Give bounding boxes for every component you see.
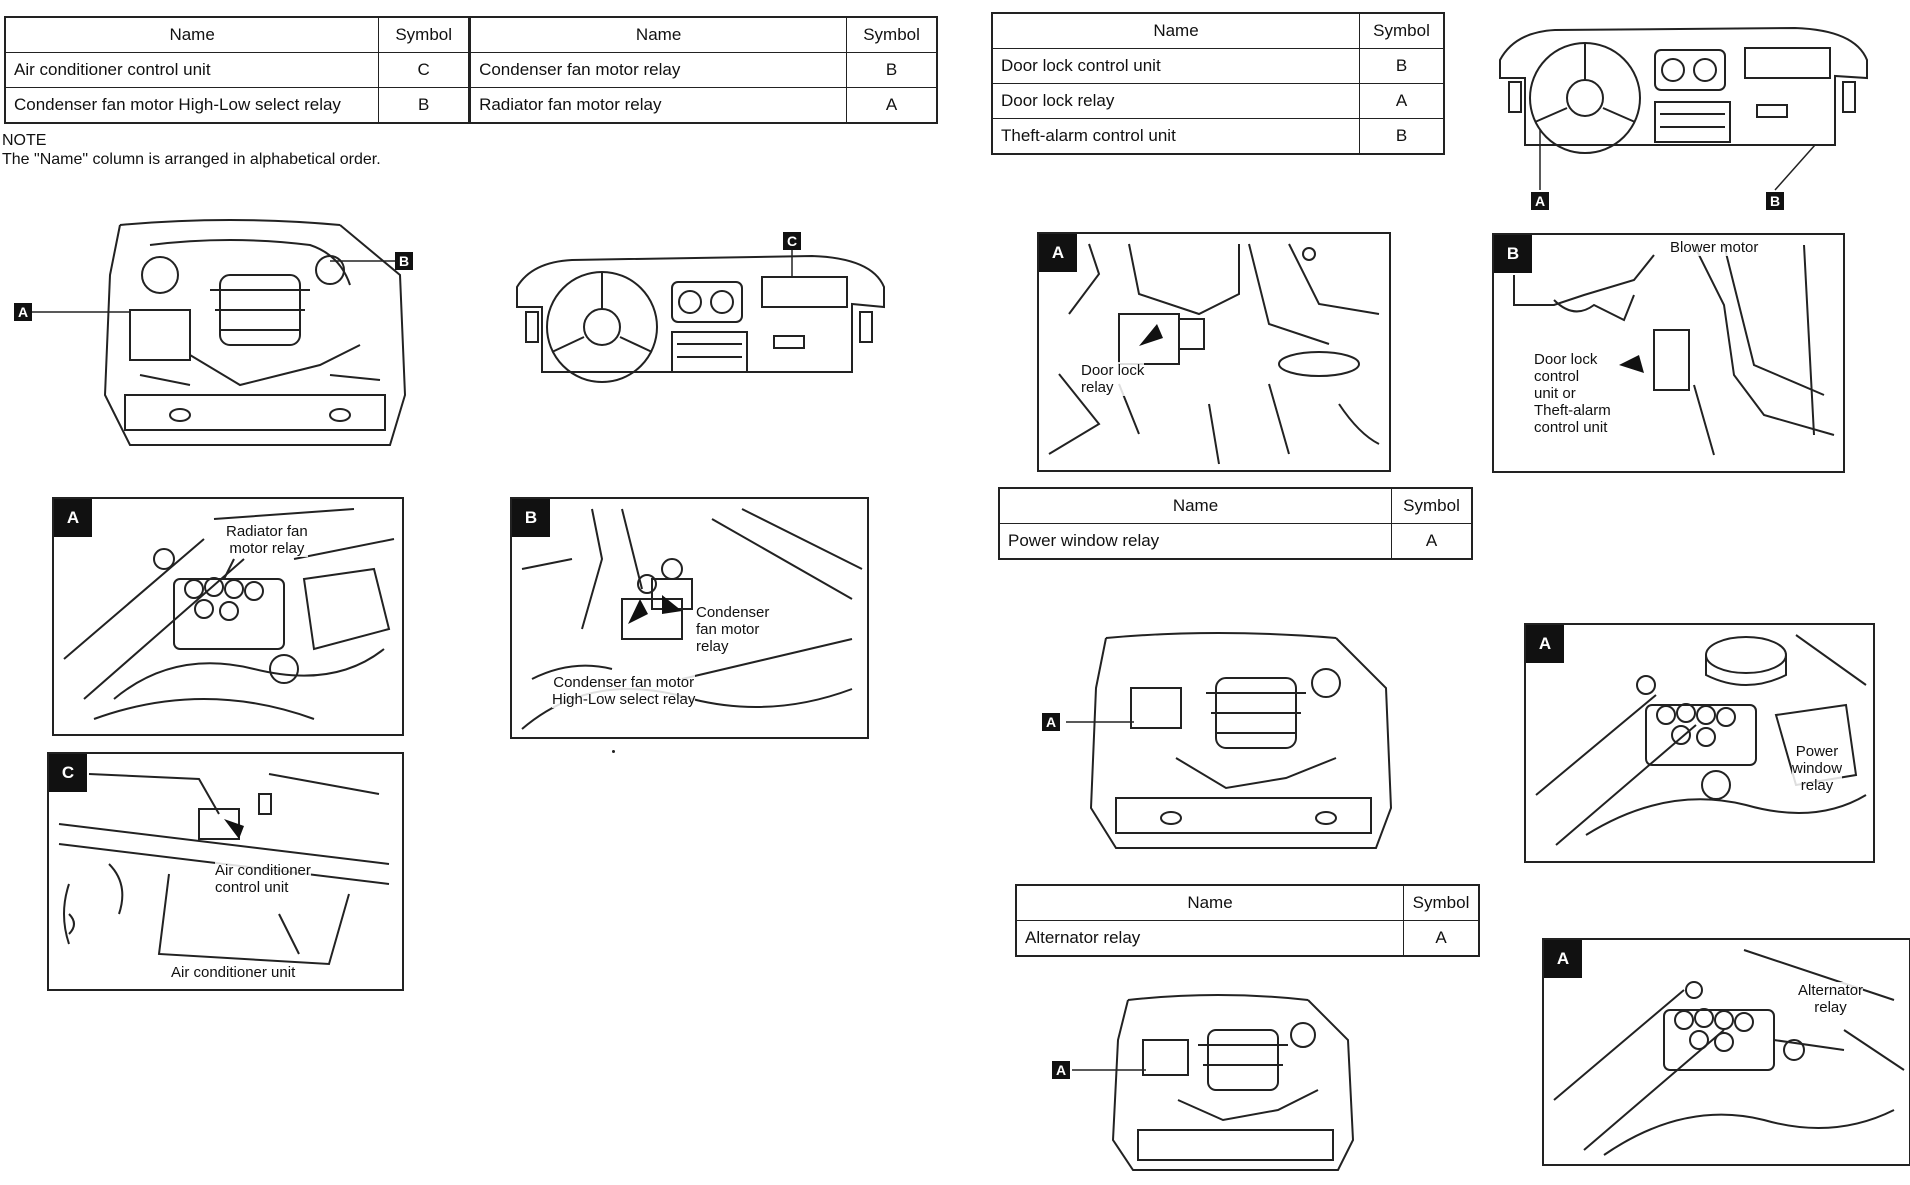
table-cell: C [378, 52, 471, 88]
detail-panel-aircon-unit: C Air conditioner control unit Air condi… [47, 752, 404, 991]
table-cell: B [378, 87, 471, 124]
callout-label: Door lock control unit or Theft-alarm co… [1534, 351, 1611, 436]
detail-panel-power-window-relay: A Power window relay [1524, 623, 1875, 863]
note-text: The "Name" column is arranged in alphabe… [2, 151, 381, 168]
table-header-symbol: Symbol [1359, 12, 1445, 49]
panel-tag-b: B [1494, 235, 1532, 273]
panel-tag-a: A [1526, 625, 1564, 663]
callout-marker-a: A [14, 303, 32, 321]
table-header-symbol: Symbol [1403, 884, 1480, 921]
table-cell: A [1403, 920, 1480, 957]
dashboard-illustration: C [512, 232, 892, 402]
table-cell: A [846, 87, 938, 124]
table-cell: Alternator relay [1015, 920, 1404, 957]
table-row: Door lock control unit B [991, 48, 1445, 84]
table-header-symbol: Symbol [1391, 487, 1473, 524]
callout-label: Alternator relay [1798, 982, 1864, 1016]
panel-tag-b: B [512, 499, 550, 537]
callout-marker-b: B [1766, 192, 1784, 210]
engine-bay-illustration: A B [10, 215, 430, 455]
relay-location-table-4: Name Symbol Alternator relay A [1015, 884, 1480, 957]
table-cell: B [846, 52, 938, 88]
table-cell: Power window relay [998, 523, 1392, 560]
callout-label: Condenser fan motor relay [696, 604, 770, 655]
callout-label: Air conditioner control unit [215, 862, 311, 896]
engine-bay-illustration: A [1048, 990, 1368, 1180]
table-row: Door lock relay A [991, 83, 1445, 119]
table-header-symbol: Symbol [846, 16, 938, 53]
note-heading: NOTE [2, 132, 47, 149]
callout-label: Power window relay [1792, 743, 1843, 794]
table-cell: B [1359, 118, 1445, 155]
callout-label: Blower motor [1670, 239, 1759, 256]
detail-panel-radiator-relay: A Radiator fan motor relay [52, 497, 404, 736]
table-header-name: Name [998, 487, 1392, 524]
relay-location-table-3: Name Symbol Power window relay A [998, 487, 1473, 560]
detail-panel-door-lock-control-unit: B Blower motor Door lock control unit or… [1492, 233, 1845, 473]
page-dot [612, 750, 615, 753]
callout-label: Radiator fan motor relay [226, 523, 308, 557]
engine-bay-illustration: A [1036, 628, 1406, 868]
table-cell: Air conditioner control unit [4, 52, 380, 88]
dashboard-illustration: A B [1495, 20, 1875, 215]
callout-marker-c: C [783, 232, 801, 250]
table-cell: A [1359, 83, 1445, 119]
table-cell: Door lock control unit [991, 48, 1360, 84]
panel-tag-c: C [49, 754, 87, 792]
callout-marker-a: A [1052, 1061, 1070, 1079]
table-header-name: Name [1015, 884, 1404, 921]
table-header-symbol: Symbol [378, 16, 471, 53]
table-row: Theft-alarm control unit B [991, 118, 1445, 155]
detail-panel-alternator-relay: A Alternator relay [1542, 938, 1910, 1166]
table-row: Power window relay A [998, 523, 1473, 560]
table-cell: Door lock relay [991, 83, 1360, 119]
callout-label: Door lock relay [1081, 362, 1145, 396]
callout-marker-a: A [1042, 713, 1060, 731]
callout-label: Condenser fan motor High-Low select rela… [552, 674, 696, 708]
table-cell: A [1391, 523, 1473, 560]
callout-marker-b: B [395, 252, 413, 270]
table-header-name: Name [468, 16, 848, 53]
table-header-name: Name [4, 16, 380, 53]
relay-location-table-1: Name Symbol Name Symbol Air conditioner … [4, 16, 938, 124]
callout-marker-a: A [1531, 192, 1549, 210]
table-cell: Theft-alarm control unit [991, 118, 1360, 155]
callout-label: Air conditioner unit [171, 964, 296, 981]
table-row: Air conditioner control unit C Condenser… [4, 52, 938, 88]
table-cell: B [1359, 48, 1445, 84]
relay-location-table-2: Name Symbol Door lock control unit B Doo… [991, 12, 1445, 155]
table-row: Condenser fan motor High-Low select rela… [4, 87, 938, 124]
table-row: Alternator relay A [1015, 920, 1480, 957]
panel-tag-a: A [1039, 234, 1077, 272]
table-header-name: Name [991, 12, 1360, 49]
table-cell: Radiator fan motor relay [468, 87, 848, 124]
table-cell: Condenser fan motor relay [468, 52, 848, 88]
detail-panel-condenser-relay: B Condenser fan motor relay Condenser fa… [510, 497, 869, 739]
detail-panel-door-lock-relay: A Door lock relay [1037, 232, 1391, 472]
table-cell: Condenser fan motor High-Low select rela… [4, 87, 380, 124]
note-block: NOTE The "Name" column is arranged in al… [2, 131, 381, 169]
panel-tag-a: A [54, 499, 92, 537]
panel-tag-a: A [1544, 940, 1582, 978]
